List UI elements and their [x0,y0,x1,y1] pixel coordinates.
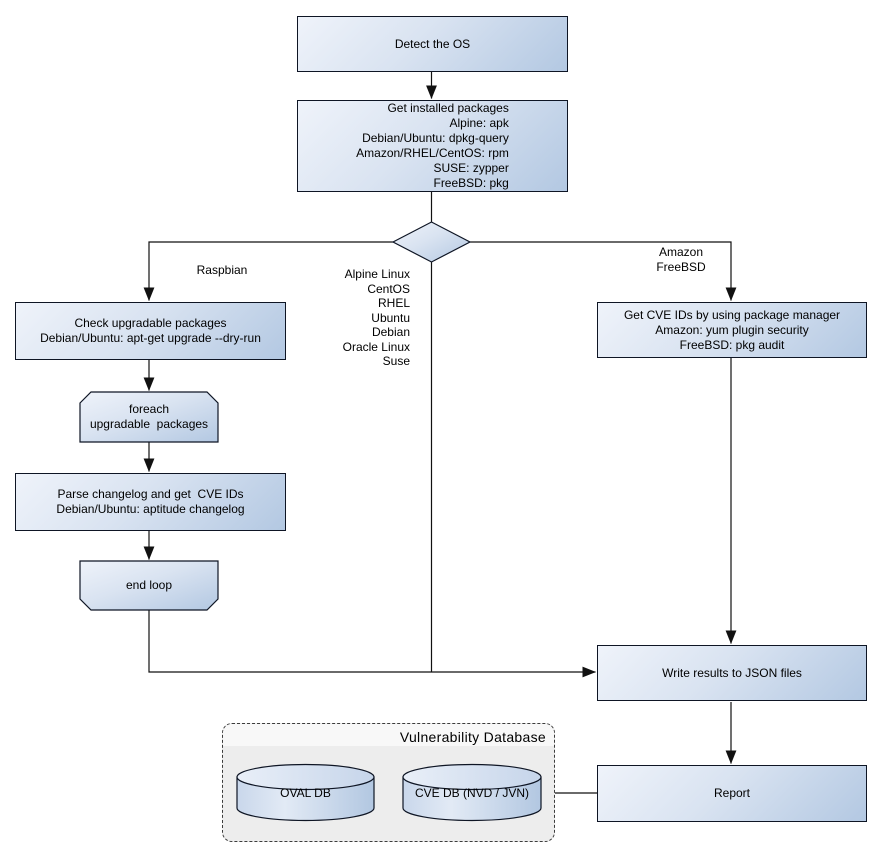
node-report-label: Report [713,786,751,800]
end-loop-label: end loop [125,578,173,592]
node-detect-os: Detect the OS [297,16,568,72]
oval-db-cylinder-lid [236,763,375,791]
node-write-results: Write results to JSON files [597,645,867,701]
node-check-upgradable-packages-label: Check upgradable packages Debian/Ubuntu:… [40,316,261,345]
foreach-loop-label: foreach upgradable packages [89,402,209,431]
edge-decision-to-check-upgradable [143,241,393,302]
node-get-installed-packages: Get installed packages Alpine: apk Debia… [297,100,568,192]
foreach-loop-shape [79,391,219,443]
edge-label-os-list: Alpine Linux CentOS RHEL Ubuntu Debian O… [342,267,410,368]
edge-label-raspbian: Raspbian [196,263,248,277]
cve-db-label: CVE DB (NVD / JVN) [414,785,529,800]
cve-db-cylinder-lid [402,763,542,791]
node-write-results-label: Write results to JSON files [662,665,802,680]
node-get-cve-ids-label: Get CVE IDs by using package manager Ama… [623,307,841,352]
node-get-cve-ids: Get CVE IDs by using package manager Ama… [597,302,867,358]
node-detect-os-label: Detect the OS [394,36,471,51]
oval-db-label: OVAL DB [280,785,331,800]
end-loop-shape [79,560,219,611]
os-decision-diamond [391,221,472,263]
vulnerability-database-title: Vulnerability Database [223,724,554,746]
edge-label-amazon-freebsd: Amazon FreeBSD [656,245,706,274]
node-parse-changelog: Parse changelog and get CVE IDs Debian/U… [15,473,286,531]
node-check-upgradable-packages: Check upgradable packages Debian/Ubuntu:… [15,302,286,360]
edge-decision-to-get-cve [470,241,737,302]
node-get-installed-packages-label: Get installed packages Alpine: apk Debia… [356,101,509,190]
node-report: Report [597,765,867,822]
node-parse-changelog-label: Parse changelog and get CVE IDs Debian/U… [56,487,245,516]
edge-endloop-to-write-results [148,610,597,678]
